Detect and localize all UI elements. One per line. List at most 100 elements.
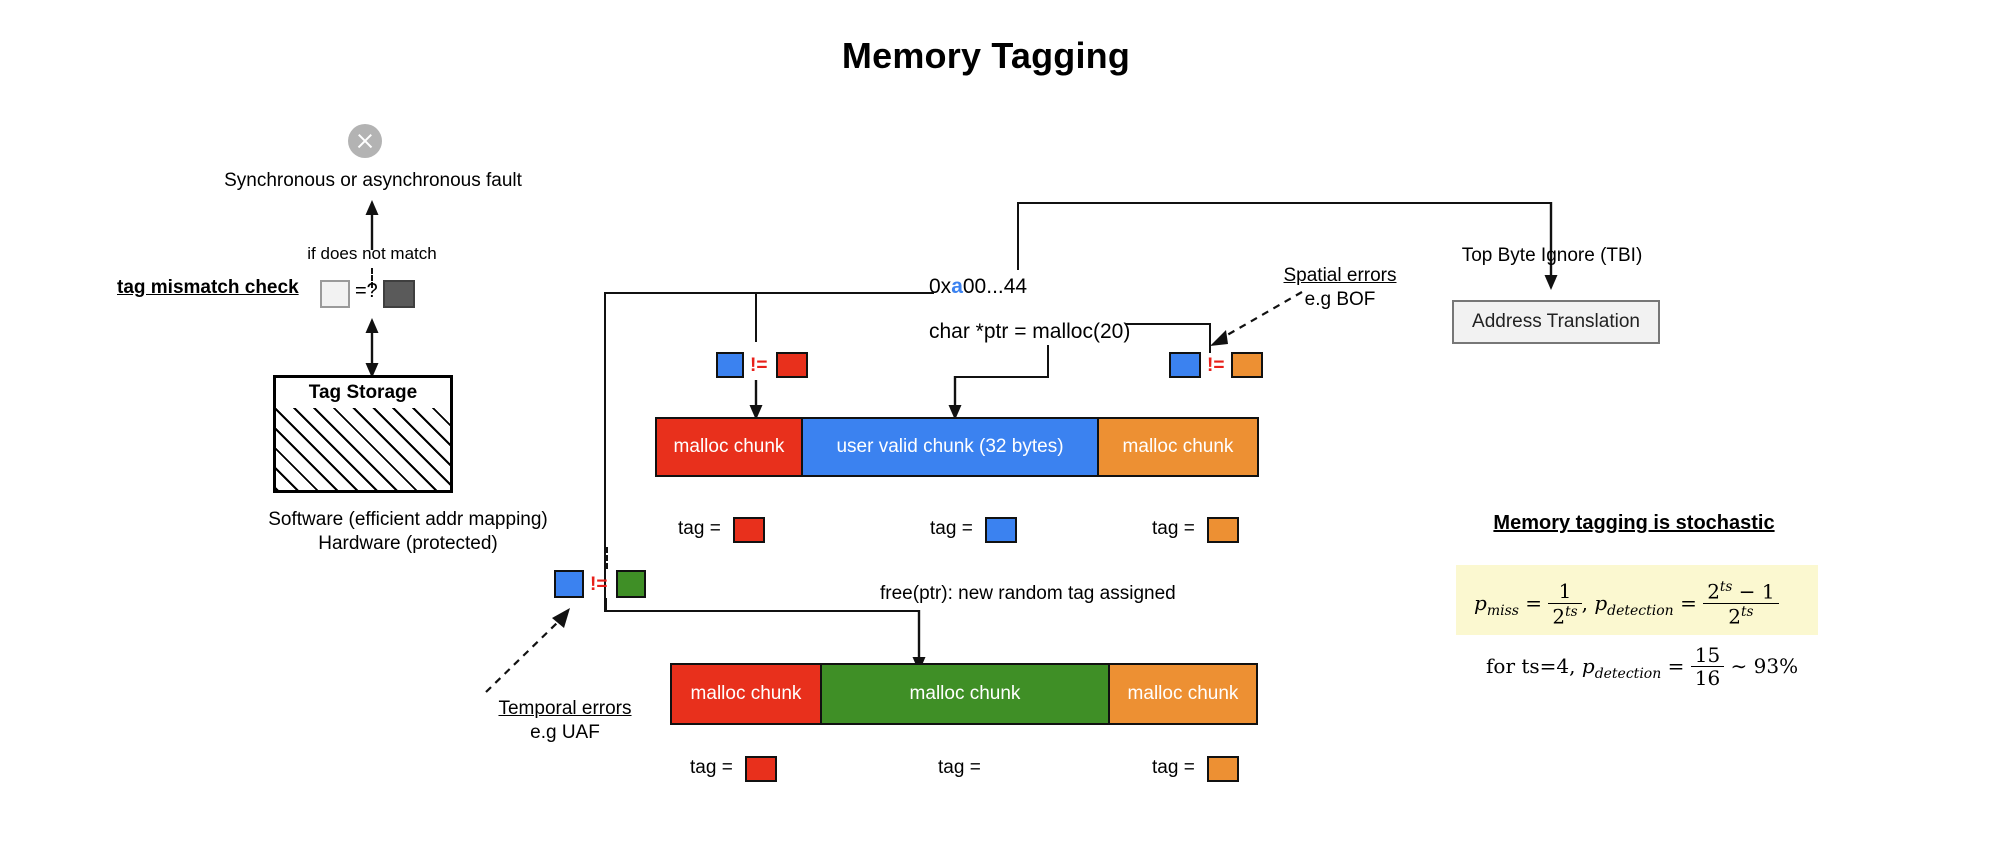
memory-chunk-top-2: malloc chunk <box>1097 417 1259 477</box>
tag-swatch-pointer <box>320 280 350 308</box>
comparator-top-left-memory-tag <box>776 352 808 378</box>
memory-chunk-bottom-1: malloc chunk <box>820 663 1110 725</box>
dashed-connector-check <box>371 268 373 288</box>
p-miss-numerator: 1 <box>1548 580 1582 604</box>
formula-comma: , <box>1581 591 1588 616</box>
tag-label-bottom-0: tag = <box>690 757 733 778</box>
page-title: Memory Tagging <box>841 35 1131 76</box>
tbi-route-horizontal <box>1017 202 1551 204</box>
tag-storage-box: Tag Storage <box>273 375 453 493</box>
if-not-match-label: if does not match <box>307 244 437 263</box>
formula-highlight-band <box>1456 565 1818 635</box>
p-miss-symbol: p <box>1474 591 1487 616</box>
p-detection-subscript-2: detection <box>1594 666 1662 682</box>
chunk-label: malloc chunk <box>690 683 802 704</box>
tag-storage-title: Tag Storage <box>276 378 450 411</box>
memory-chunk-bottom-0: malloc chunk <box>670 663 822 725</box>
free-route-horizontal <box>604 610 920 612</box>
tag-storage-note-software: Software (efficient addr mapping) <box>268 509 548 530</box>
comparator-temporal-dashed-tick <box>606 547 608 569</box>
p-detection-denominator: 2ts <box>1703 604 1778 629</box>
memory-chunk-bottom-2: malloc chunk <box>1108 663 1258 725</box>
spatial-errors-subtitle: e.g BOF <box>1304 289 1376 310</box>
p-miss-subscript: miss <box>1486 603 1519 620</box>
address-route-vertical-left <box>604 292 606 612</box>
tagged-address: 0xa00...44 <box>929 275 1027 299</box>
chunk-label: user valid chunk (32 bytes) <box>836 436 1064 457</box>
exp-ts-den: ts <box>1741 604 1754 621</box>
comparator-temporal-pointer-tag <box>554 570 584 598</box>
temporal-errors-subtitle: e.g UAF <box>530 722 600 743</box>
arrow-valid-chunk-down <box>948 376 962 420</box>
comparator-spatial-pointer-tag <box>1169 352 1201 378</box>
comparator-temporal-stub <box>605 598 607 612</box>
tag-label-top-1: tag = <box>930 518 973 539</box>
base-2-den: 2 <box>1728 604 1742 629</box>
arrow-temporal-errors-dashed <box>485 608 570 693</box>
tag-storage-note-hardware: Hardware (protected) <box>318 533 498 554</box>
arrow-spatial-errors-dashed <box>1210 291 1303 346</box>
tbi-label: Top Byte Ignore (TBI) <box>1461 245 1643 266</box>
address-tag-nibble: a <box>951 275 963 298</box>
memory-chunk-top-0: malloc chunk <box>655 417 803 477</box>
example-denominator: 16 <box>1694 666 1721 691</box>
x-circle-icon <box>348 124 382 158</box>
base-2-num: 2 <box>1707 579 1720 604</box>
compare-operator: =? <box>355 280 378 302</box>
example-prefix: for ts=4, <box>1486 654 1576 678</box>
example-numerator: 15 <box>1690 644 1725 668</box>
p-detection-fraction: 2ts − 1 2ts <box>1703 579 1779 629</box>
equals-1: = <box>1525 591 1543 616</box>
arrow-fault-up <box>365 200 379 250</box>
code-pointer-vertical <box>1047 345 1049 378</box>
p-detection-symbol: p <box>1594 591 1608 616</box>
address-translation-box: Address Translation <box>1452 300 1660 344</box>
chunk-label: malloc chunk <box>1122 436 1234 457</box>
comparator-temporal-neq: != <box>590 574 608 595</box>
chunk-label: malloc chunk <box>1127 683 1239 704</box>
tag-swatch-top-0 <box>733 517 765 543</box>
example-formula: for ts=4, pdetection = 15 16 ∼ 93% <box>1486 644 1798 691</box>
tag-mismatch-check-label: tag mismatch check <box>117 277 299 298</box>
probability-formula: pmiss = 1 2ts , pdetection = 2ts − 1 2ts <box>1474 579 1779 629</box>
chunk-label: malloc chunk <box>909 683 1021 704</box>
exp-ts: ts <box>1565 603 1578 620</box>
base-2: 2 <box>1552 604 1566 629</box>
tbi-route-left-vertical <box>1017 202 1019 250</box>
equals-3: = <box>1667 654 1685 678</box>
comparator-spatial-neq: != <box>1207 355 1225 376</box>
tag-label-bottom-2: tag = <box>1152 757 1195 778</box>
address-tick-line <box>1017 248 1019 270</box>
minus-one: − 1 <box>1738 579 1775 604</box>
comparator-top-left-connector <box>755 292 757 342</box>
tag-swatch-memory <box>383 280 415 308</box>
malloc-code-line: char *ptr = malloc(20) <box>929 320 1131 343</box>
p-detection-subscript: detection <box>1607 603 1674 620</box>
code-pointer-horizontal <box>955 376 1049 378</box>
arrow-comparator-top-left-down <box>749 380 763 420</box>
tag-swatch-top-1 <box>985 517 1017 543</box>
arrow-tbi-down <box>1544 202 1558 290</box>
memory-chunk-top-1: user valid chunk (32 bytes) <box>801 417 1099 477</box>
address-route-horizontal <box>604 292 934 294</box>
example-fraction: 15 16 <box>1690 644 1725 691</box>
tag-label-top-0: tag = <box>678 518 721 539</box>
arrow-bidirectional-tagstorage <box>365 318 379 378</box>
p-miss-fraction: 1 2ts <box>1548 580 1582 629</box>
comparator-top-left-neq: != <box>750 355 768 376</box>
tag-label-top-2: tag = <box>1152 518 1195 539</box>
spatial-pointer-horizontal <box>1125 323 1211 325</box>
comparator-temporal-memory-tag <box>616 570 646 598</box>
spatial-pointer-vertical <box>1209 323 1211 353</box>
equals-2: = <box>1680 591 1697 616</box>
p-detection-numerator: 2ts − 1 <box>1703 579 1779 605</box>
address-prefix: 0x <box>929 275 952 298</box>
temporal-errors-title: Temporal errors <box>498 698 632 719</box>
spatial-errors-title: Spatial errors <box>1283 265 1397 286</box>
example-approx: ∼ 93% <box>1730 654 1799 678</box>
tag-swatch-bottom-2 <box>1207 756 1239 782</box>
p-detection-symbol-2: p <box>1581 654 1595 678</box>
comparator-spatial-memory-tag <box>1231 352 1263 378</box>
stochastic-title: Memory tagging is stochastic <box>1493 512 1775 534</box>
tag-swatch-bottom-0 <box>745 756 777 782</box>
